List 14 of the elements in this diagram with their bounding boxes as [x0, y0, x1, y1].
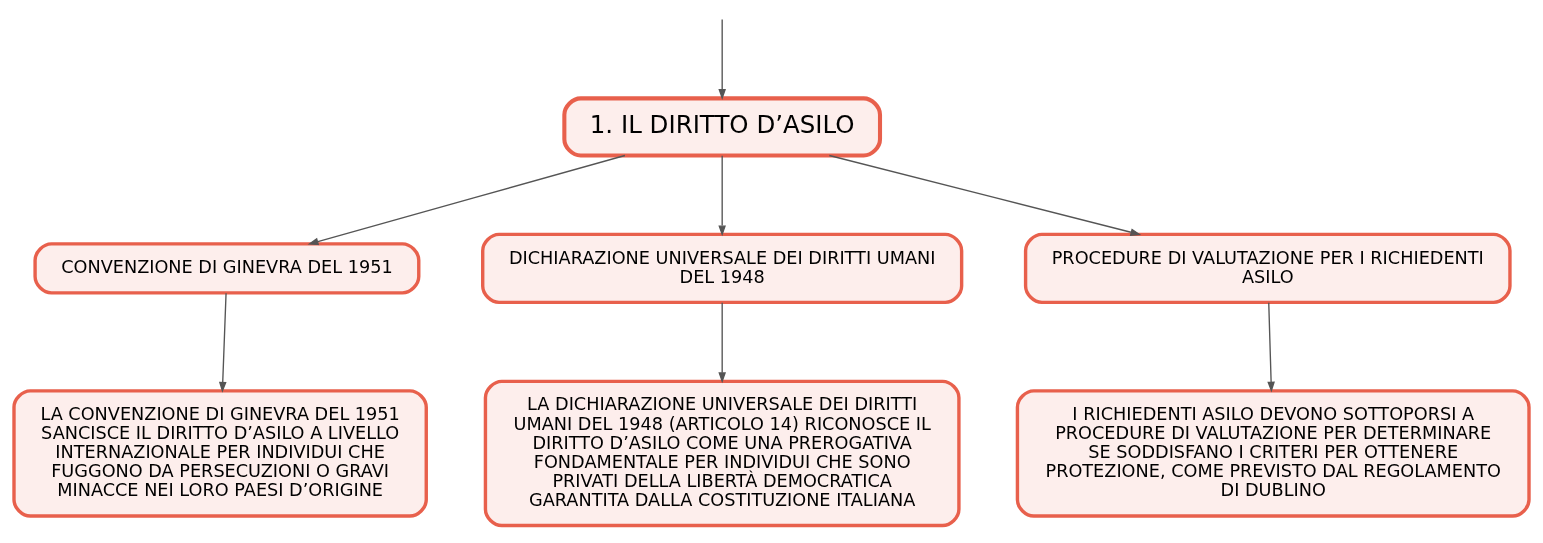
- node-box: LA CONVENZIONE DI GINEVRA DEL 1951 SANCISCE IL DIRITTO D’ASILO A LIVELLO INTERNAZIONALE PER INDIVIDUI CHE FUGGONO DA PERSECUZIONI O GRAVI MINACCE NEI LORO PAESI D’ORIGINE: [12, 388, 428, 518]
- arrow: [828, 154, 1142, 236]
- node-box: 1. IL DIRITTO D’ASILO: [562, 95, 883, 157]
- arrow: [718, 18, 726, 100]
- node-box: LA DICHIARAZIONE UNIVERSALE DEI DIRITTI UMANI DEL 1948 (ARTICOLO 14) RICONOSCE IL DIRITTO D’ASILO COME UNA PREROGATIVA FONDAMENTALE PER INDIVIDUI CHE SONO PRIVATI DELLA LIBERTÀ DEMOCRATICA GARANTITA DALLA COSTITUZIONE ITALIANA: [483, 379, 961, 527]
- node-box: CONVENZIONE DI GINEVRA DEL 1951: [33, 241, 421, 295]
- node-box: DICHIARAZIONE UNIVERSALE DEI DIRITTI UMANI DEL 1948: [481, 232, 964, 304]
- arrow: [718, 301, 726, 383]
- arrow: [1267, 301, 1275, 393]
- arrow: [307, 154, 626, 245]
- arrow: [218, 292, 227, 393]
- node-box: I RICHIEDENTI ASILO DEVONO SOTTOPORSI A PROCEDURE DI VALUTAZIONE PER DETERMINARE SE SODDISFANO I CRITERI PER OTTENERE PROTEZIONE, COME PREVISTO DAL REGOLAMENTO DI DUBLINO: [1015, 388, 1531, 518]
- arrow: [718, 154, 726, 236]
- node-box: PROCEDURE DI VALUTAZIONE PER I RICHIEDENTI ASILO: [1023, 232, 1512, 304]
